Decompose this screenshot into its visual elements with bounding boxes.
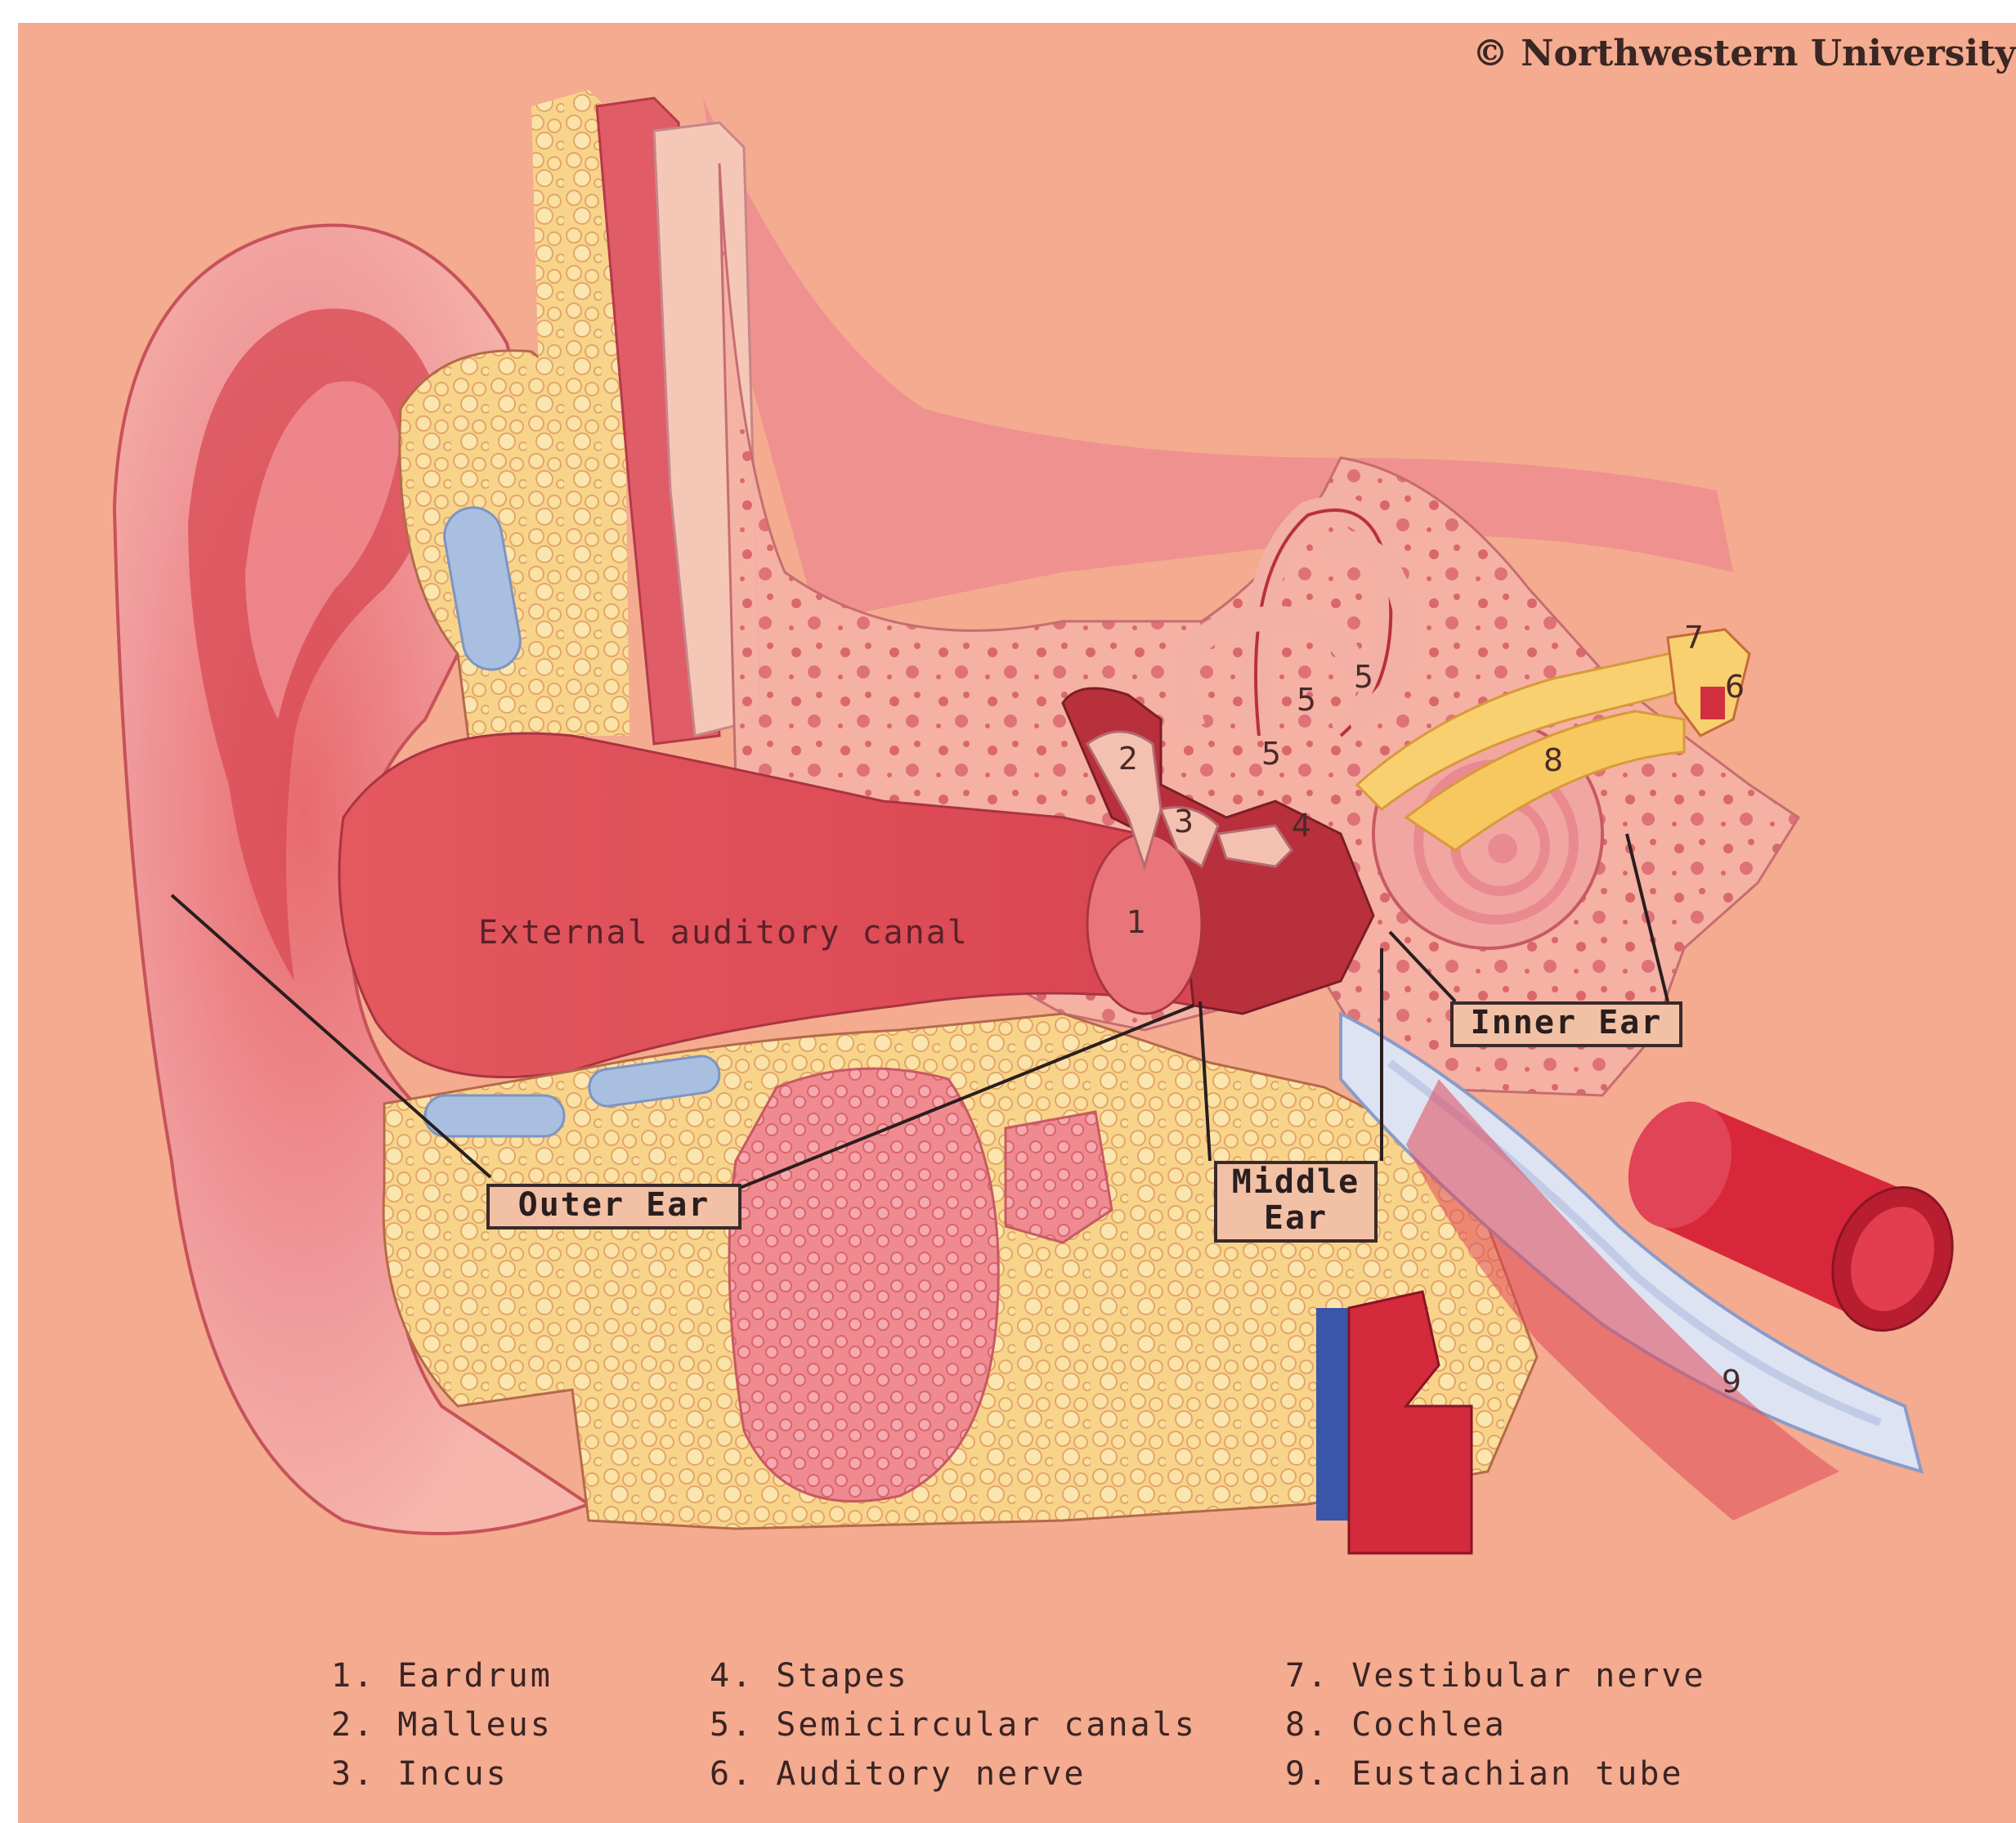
legend-item: 4. Stapes — [710, 1651, 1197, 1700]
label-number-5b: 5 — [1354, 659, 1373, 695]
label-number-9: 9 — [1722, 1364, 1741, 1400]
label-number-4: 4 — [1292, 808, 1311, 844]
outer-ear-label: Outer Ear — [486, 1184, 741, 1230]
label-number-8: 8 — [1543, 742, 1563, 778]
label-number-5a: 5 — [1297, 682, 1316, 718]
legend: 1. Eardrum 2. Malleus 3. Incus 4. Stapes… — [0, 1651, 2016, 1823]
label-number-3: 3 — [1174, 804, 1194, 840]
label-number-2: 2 — [1118, 741, 1138, 777]
external-auditory-canal-label: External auditory canal — [478, 914, 969, 952]
legend-item: 6. Auditory nerve — [710, 1749, 1197, 1798]
legend-column-3: 7. Vestibular nerve 8. Cochlea 9. Eustac… — [1285, 1651, 1706, 1798]
middle-ear-label: Middle Ear — [1214, 1161, 1378, 1243]
label-number-7: 7 — [1684, 620, 1704, 656]
label-number-6: 6 — [1725, 669, 1745, 705]
gland — [729, 1068, 998, 1501]
legend-item: 8. Cochlea — [1285, 1700, 1706, 1749]
legend-item: 9. Eustachian tube — [1285, 1749, 1706, 1798]
legend-item: 7. Vestibular nerve — [1285, 1651, 1706, 1700]
label-number-1: 1 — [1127, 904, 1146, 940]
copyright-notice: © Northwestern University — [1472, 33, 2016, 74]
legend-column-1: 1. Eardrum 2. Malleus 3. Incus — [331, 1651, 553, 1798]
legend-item: 1. Eardrum — [331, 1651, 553, 1700]
legend-item: 5. Semicircular canals — [710, 1700, 1197, 1749]
legend-column-2: 4. Stapes 5. Semicircular canals 6. Audi… — [710, 1651, 1197, 1798]
label-number-5c: 5 — [1261, 736, 1281, 772]
inner-ear-label: Inner Ear — [1450, 1001, 1682, 1047]
legend-item: 2. Malleus — [331, 1700, 553, 1749]
legend-item: 3. Incus — [331, 1749, 553, 1798]
